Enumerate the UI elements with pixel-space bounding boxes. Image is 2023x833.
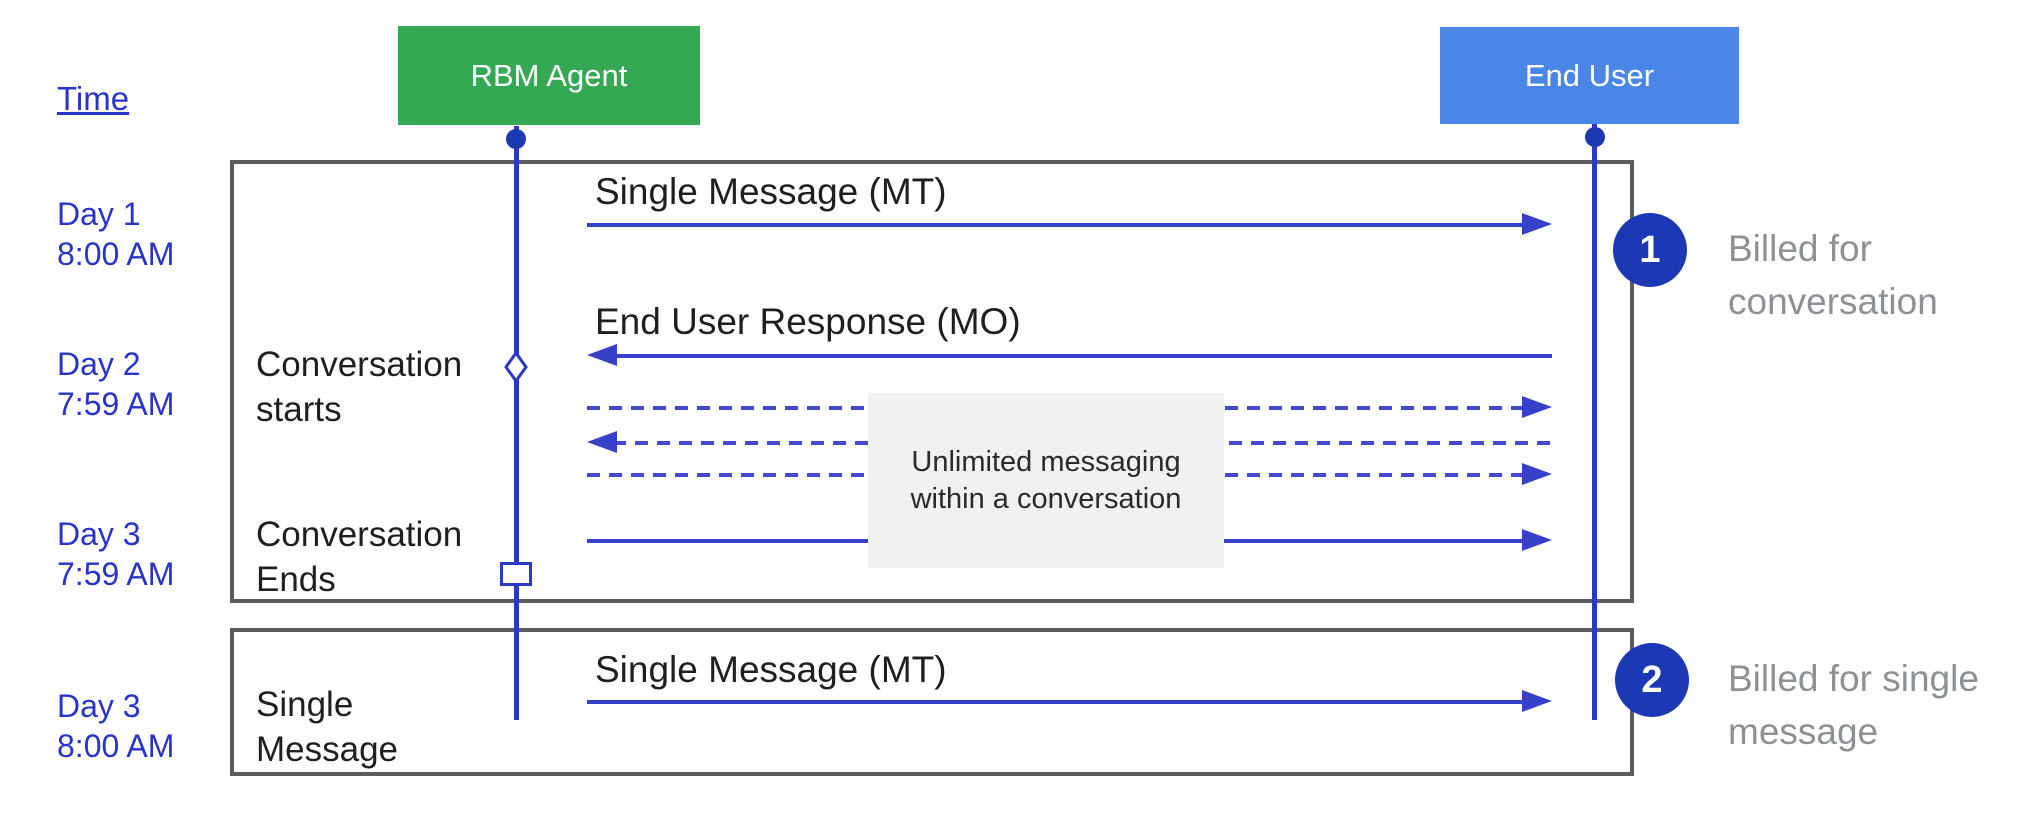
timestamp-day2: Day 2 7:59 AM [57,344,174,424]
conversation-ends-label: Conversation Ends [256,512,462,602]
arrow-line [587,223,1526,227]
annotation-2-line1: Billed for single [1728,658,1979,699]
timestamp-day2-day: Day 2 [57,346,141,382]
conversation-frame [230,160,1634,603]
arrow-line [587,700,1526,704]
time-axis-label: Time [57,80,130,117]
arrowhead-left-icon [587,344,617,366]
conversation-starts-label: Conversation starts [256,342,462,432]
end-user-lifeline-start-dot-icon [1585,127,1605,147]
badge-1: 1 [1613,213,1687,287]
timestamp-day3-end: Day 3 7:59 AM [57,514,174,594]
badge-2-number: 2 [1641,658,1663,701]
rbm-lifeline-start-dot-icon [506,129,526,149]
arrowhead-right-icon [1522,529,1552,551]
arrowhead-right-icon [1522,690,1552,712]
annotation-1-line2: conversation [1728,281,1938,322]
note-line1: Unlimited messaging [911,445,1181,478]
conversation-end-square-icon [500,562,532,586]
conversation-starts-line1: Conversation [256,345,463,384]
annotation-billed-for-single-message: Billed for single message [1728,652,1979,758]
conversation-ends-line1: Conversation [256,515,463,554]
actor-rbm-agent: RBM Agent [398,26,700,125]
single-message-line2: Message [256,730,399,769]
end-user-lifeline [1592,124,1597,720]
badge-2: 2 [1615,643,1689,717]
message-label-end-user-response-mo: End User Response (MO) [595,301,1021,342]
actor-rbm-agent-label: RBM Agent [470,57,628,93]
conversation-starts-line2: starts [256,390,342,429]
annotation-billed-for-conversation: Billed for conversation [1728,222,1938,328]
note-line2: within a conversation [910,482,1182,515]
timestamp-day1-day: Day 1 [57,196,141,232]
message-label-single-message-mt-2: Single Message (MT) [595,649,947,690]
arrowhead-right-icon [1522,213,1552,235]
timestamp-day1-time: 8:00 AM [57,236,175,272]
timestamp-day3-single-day: Day 3 [57,688,141,724]
unlimited-messaging-note: Unlimited messaging within a conversatio… [868,393,1224,568]
arrowhead-right-icon [1522,396,1552,418]
timestamp-day3-single-time: 8:00 AM [57,728,175,764]
message-label-single-message-mt: Single Message (MT) [595,171,947,212]
conversation-start-diamond-icon [504,350,528,388]
timestamp-day2-time: 7:59 AM [57,386,175,422]
single-message-line1: Single [256,685,354,724]
annotation-1-line1: Billed for [1728,228,1872,269]
single-message-label: Single Message [256,682,398,772]
conversation-ends-line2: Ends [256,560,336,599]
timestamp-day3-end-day: Day 3 [57,516,141,552]
badge-1-number: 1 [1639,228,1661,271]
timestamp-day3-single: Day 3 8:00 AM [57,686,174,766]
actor-end-user: End User [1440,27,1739,124]
annotation-2-line2: message [1728,711,1879,752]
arrowhead-left-icon [587,431,617,453]
rbm-agent-lifeline [514,126,519,720]
arrowhead-right-icon [1522,463,1552,485]
arrow-line [613,354,1552,358]
timestamp-day1: Day 1 8:00 AM [57,194,174,274]
timestamp-day3-end-time: 7:59 AM [57,556,175,592]
actor-end-user-label: End User [1524,57,1655,93]
